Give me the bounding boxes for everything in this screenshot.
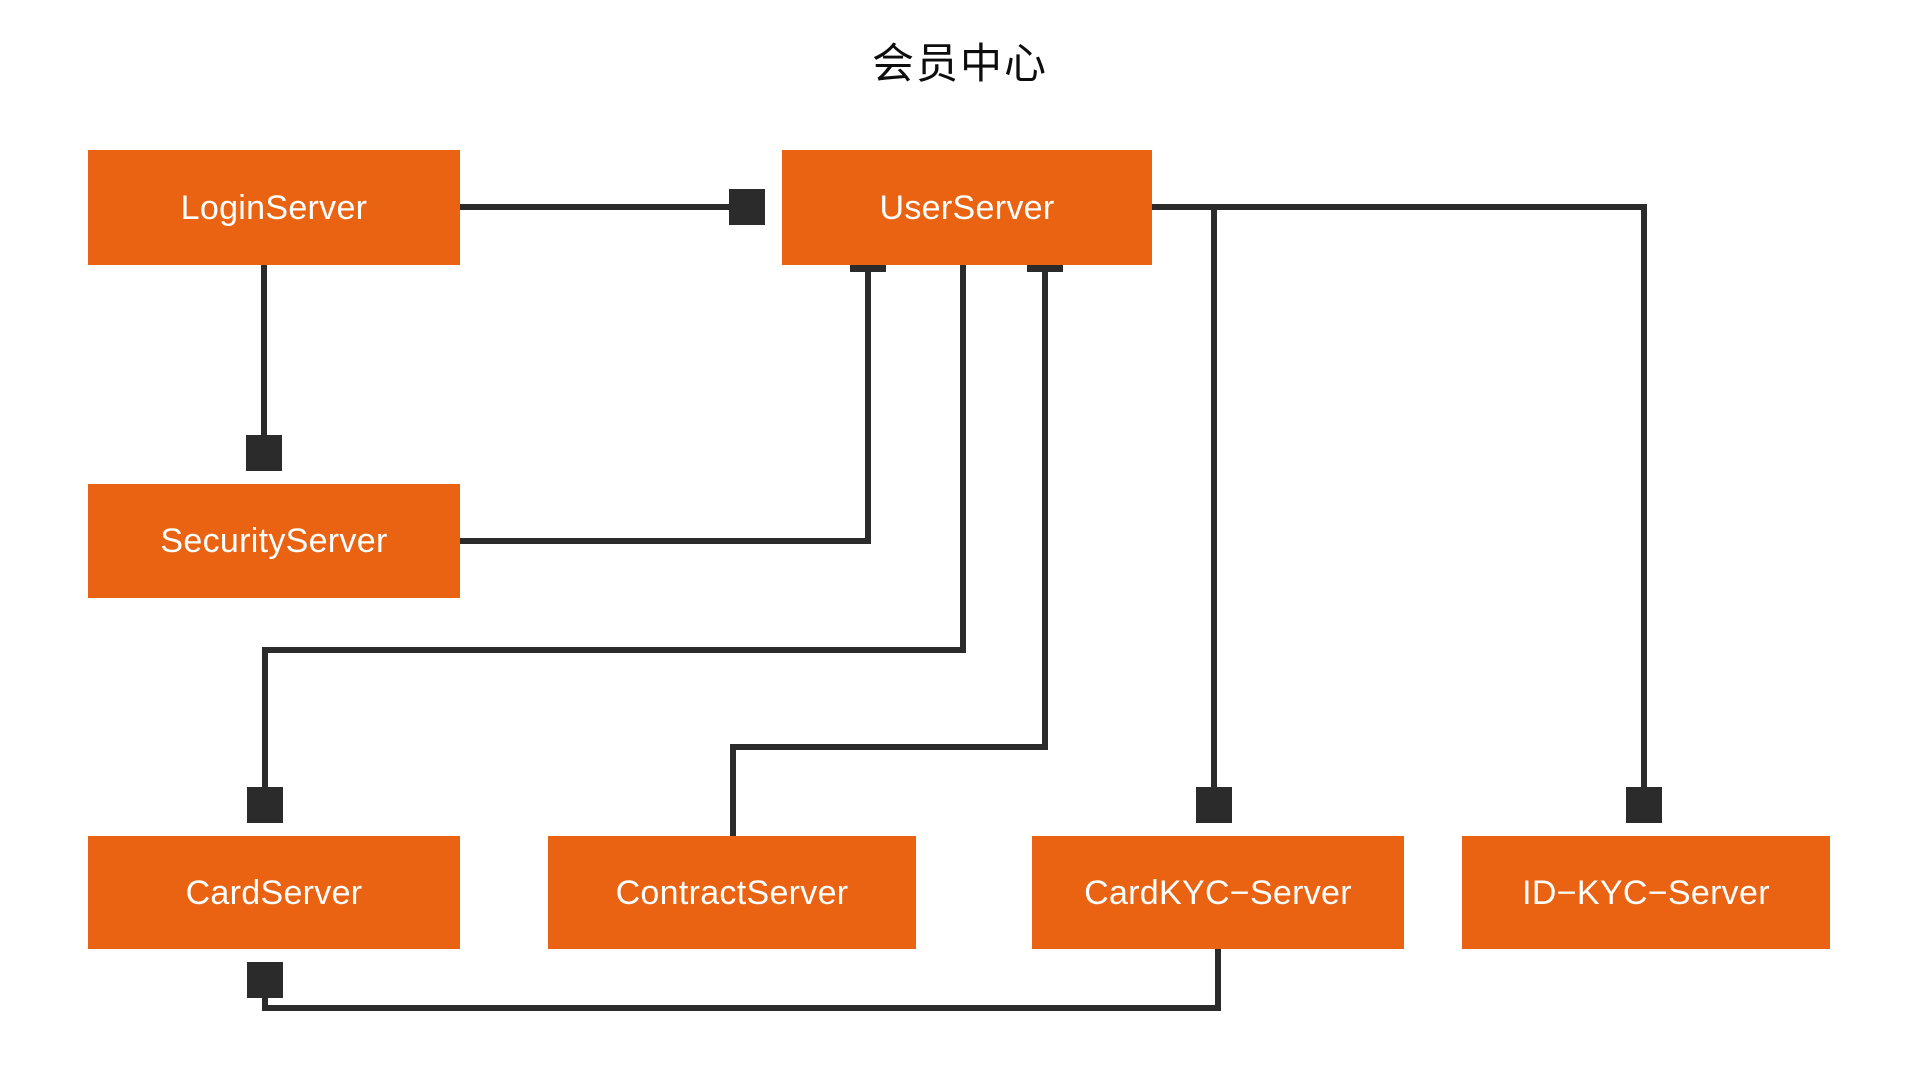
edge-cardkyc-to-card <box>265 949 1221 1011</box>
node-user[interactable]: UserServer <box>782 150 1152 265</box>
edge-user-to-idkyc <box>1214 204 1644 818</box>
node-label: CardServer <box>185 873 363 912</box>
diagram-title: 会员中心 <box>871 40 1048 87</box>
node-label: CardKYC−Server <box>1084 873 1352 912</box>
edge-user-to-cardkyc <box>1152 204 1214 818</box>
node-login[interactable]: LoginServer <box>88 150 460 265</box>
node-cardkyc[interactable]: CardKYC−Server <box>1032 836 1404 949</box>
node-label: ContractServer <box>615 873 849 912</box>
node-security[interactable]: SecurityServer <box>88 484 460 598</box>
node-card[interactable]: CardServer <box>88 836 460 949</box>
node-label: UserServer <box>879 188 1055 227</box>
node-label: SecurityServer <box>160 522 388 560</box>
node-label: LoginServer <box>180 188 368 227</box>
node-label: ID−KYC−Server <box>1522 873 1770 912</box>
edge-contract-to-user <box>730 241 1045 836</box>
node-contract[interactable]: ContractServer <box>548 836 916 949</box>
edge-security-to-user <box>460 241 868 544</box>
node-idkyc[interactable]: ID−KYC−Server <box>1462 836 1830 949</box>
